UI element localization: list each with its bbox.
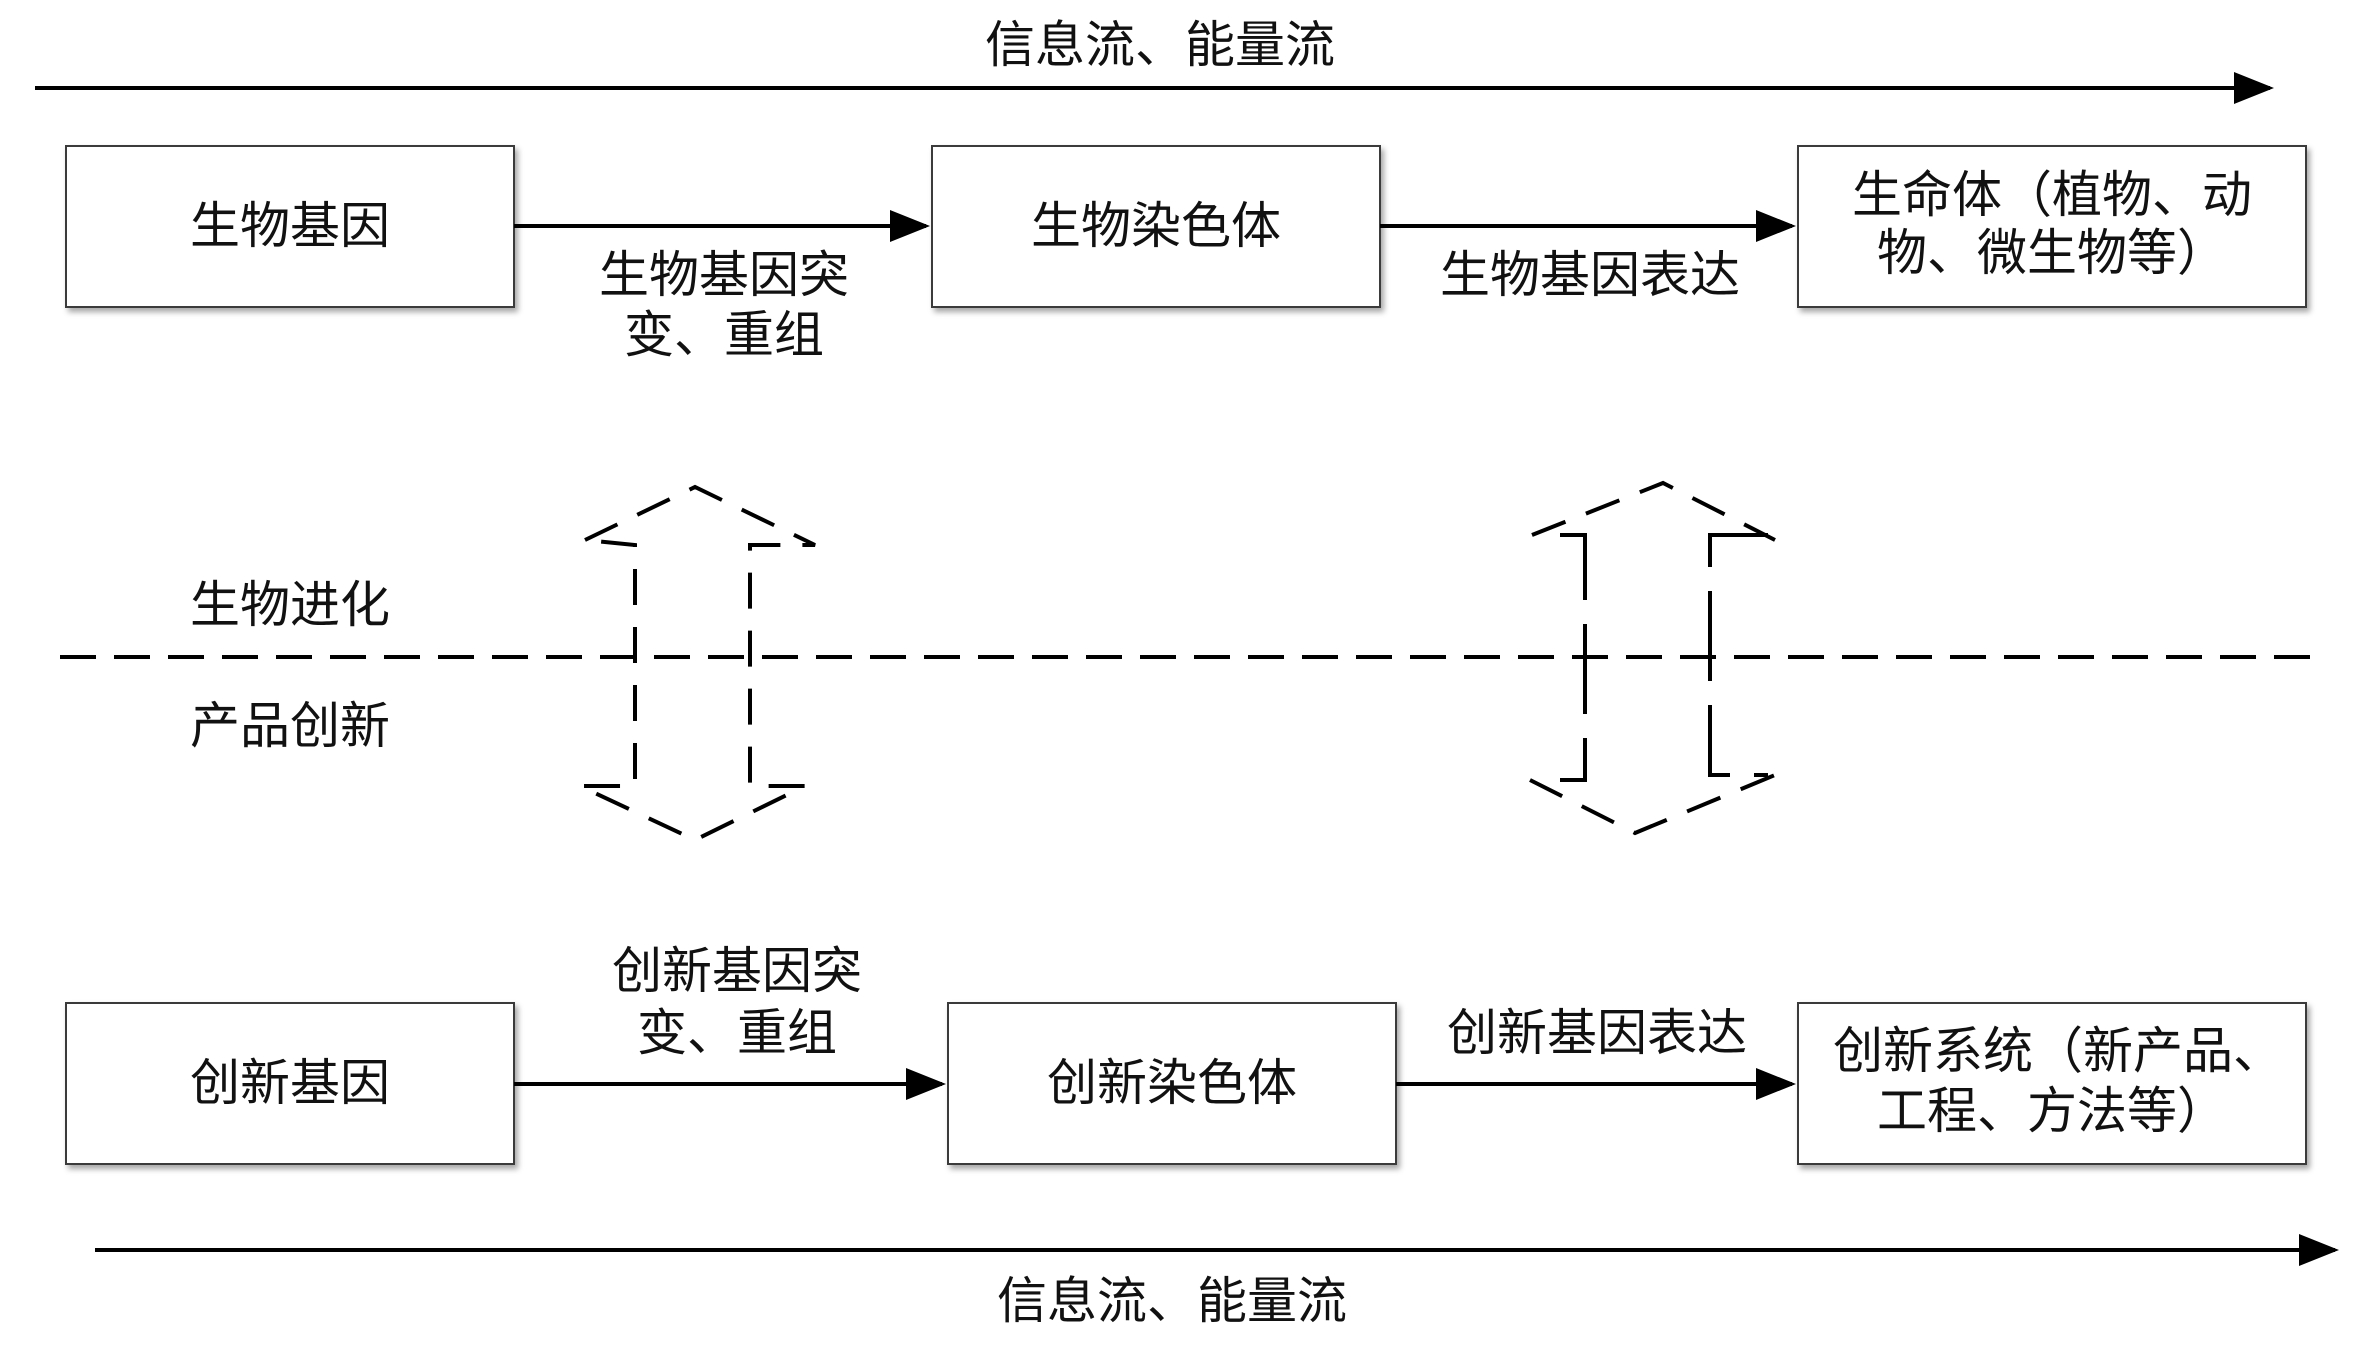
innov-chromosome-label: 创新染色体 xyxy=(1047,1054,1297,1112)
bio-organism-box xyxy=(1797,145,2307,308)
bio-organism-label-line2: 物、微生物等） xyxy=(1877,224,2227,282)
innov-chromosome-box xyxy=(947,1002,1397,1165)
innov-mutation-label-line1: 创新基因突 xyxy=(612,942,862,1000)
bio-gene-box xyxy=(65,145,515,308)
flow-bottom-label: 信息流、能量流 xyxy=(997,1272,1347,1330)
bio-chromosome-label: 生物染色体 xyxy=(1031,197,1281,255)
right-double-arrow-right-shaft xyxy=(1708,533,1768,777)
bio-mutation-label-line2: 变、重组 xyxy=(624,306,824,364)
bio-gene-label: 生物基因 xyxy=(190,197,390,255)
right-double-arrow-left-shaft xyxy=(1560,533,1587,782)
left-double-arrow xyxy=(577,484,816,843)
innov-expression-label: 创新基因表达 xyxy=(1447,1004,1747,1062)
right-double-arrow xyxy=(1529,480,1776,836)
innov-system-label-line2: 工程、方法等） xyxy=(1877,1082,2227,1140)
innov-system-box xyxy=(1797,1002,2307,1165)
innov-system-label-line1: 创新系统（新产品、 xyxy=(1833,1022,2283,1080)
right-double-arrow-bottom-head xyxy=(1529,773,1776,836)
bio-organism-label-line1: 生命体（植物、动 xyxy=(1852,166,2252,224)
bio-expression-label: 生物基因表达 xyxy=(1440,246,1740,304)
bio-chromosome-box xyxy=(931,145,1381,308)
divider-upper-label: 生物进化 xyxy=(190,576,390,634)
bio-mutation-label-line1: 生物基因突 xyxy=(599,246,849,304)
flow-top-label: 信息流、能量流 xyxy=(985,16,1335,74)
innov-gene-label: 创新基因 xyxy=(190,1054,390,1112)
right-double-arrow-top-head xyxy=(1531,480,1776,542)
innov-mutation-label-line2: 变、重组 xyxy=(637,1004,837,1062)
divider-lower-label: 产品创新 xyxy=(190,697,390,755)
